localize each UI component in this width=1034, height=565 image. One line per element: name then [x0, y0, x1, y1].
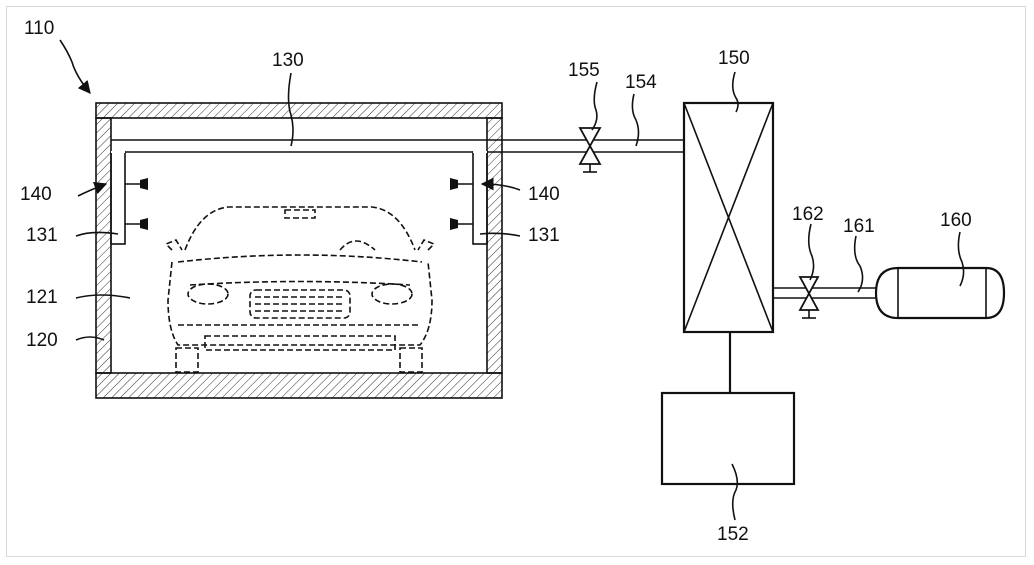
tank-160 — [876, 268, 1004, 318]
label-161: 161 — [843, 216, 875, 237]
label-130: 130 — [272, 50, 304, 71]
label-131-left: 131 — [26, 225, 58, 246]
label-121: 121 — [26, 287, 58, 308]
main-pipe — [111, 140, 684, 244]
branch-pipe-right — [473, 152, 487, 244]
label-110: 110 — [24, 18, 54, 39]
nozzles-right — [450, 178, 473, 230]
chamber-walls — [96, 103, 502, 398]
branch-pipe-left — [111, 152, 125, 244]
label-140-left: 140 — [20, 184, 52, 205]
label-154: 154 — [625, 72, 657, 93]
label-162: 162 — [792, 204, 824, 225]
tank-line — [773, 288, 876, 298]
label-120: 120 — [26, 330, 58, 351]
label-150: 150 — [718, 48, 750, 69]
nozzles-left — [125, 178, 148, 230]
label-140-right: 140 — [528, 184, 560, 205]
label-152: 152 — [717, 524, 749, 545]
label-131-right: 131 — [528, 225, 560, 246]
unit-152-box — [662, 393, 794, 484]
vehicle-outline — [166, 207, 434, 372]
heat-exchanger — [684, 103, 773, 332]
valve-155 — [580, 128, 600, 172]
label-155: 155 — [568, 60, 600, 81]
label-160: 160 — [940, 210, 972, 231]
